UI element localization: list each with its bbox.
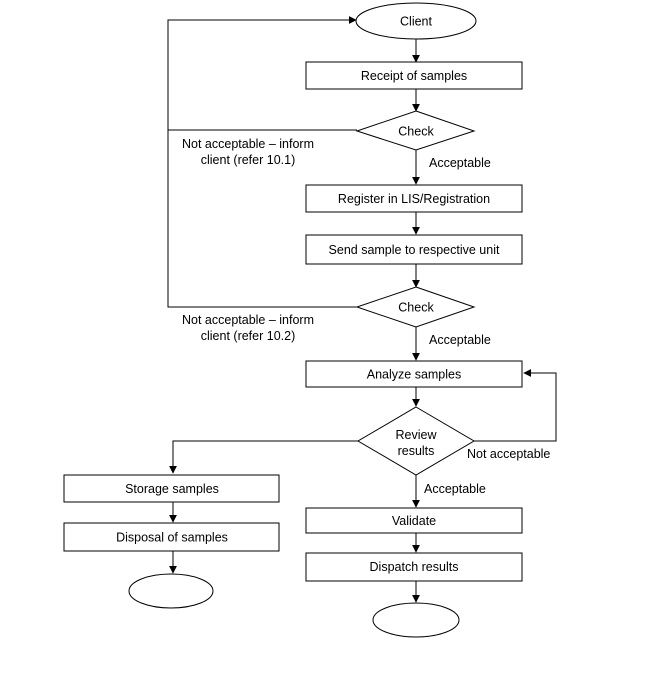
flow-edges [167,16,557,603]
edge-review-reject-to-analyze [474,369,557,442]
node-dispatch: Dispatch results [305,552,523,582]
reject2-label-line1: Not acceptable – inform [182,313,314,327]
analyze-box [305,360,523,388]
edge-review-to-storage [169,440,358,474]
node-receipt: Receipt of samples [305,61,523,90]
receipt-box [305,61,523,90]
node-storage: Storage samples [63,474,280,503]
review-not-acceptable-label: Not acceptable [467,447,550,461]
node-check1: Check [355,110,476,151]
reject1-label-line2: client (refer 10.1) [201,153,295,167]
node-end-left [128,573,214,609]
storage-box [63,474,280,503]
node-review: Review results [357,406,475,476]
review-label-line2: results [398,444,435,458]
accept1-label: Acceptable [429,156,491,170]
edge-check1-reject-to-client [167,16,357,131]
node-analyze: Analyze samples [305,360,523,388]
review-diamond [357,406,475,476]
send-label: Send sample to respective unit [329,243,500,257]
node-validate: Validate [305,507,523,534]
edge-check2-reject-to-client [167,130,357,308]
accept3-label: Acceptable [424,482,486,496]
dispatch-label: Dispatch results [370,560,459,574]
node-register: Register in LIS/Registration [305,184,523,213]
disposal-box [63,522,280,552]
node-check2: Check [355,286,476,328]
validate-label: Validate [392,514,436,528]
validate-box [305,507,523,534]
client-ellipse [355,2,477,40]
register-box [305,184,523,213]
receipt-label: Receipt of samples [361,69,467,83]
register-label: Register in LIS/Registration [338,192,490,206]
analyze-label: Analyze samples [367,368,462,382]
send-box [305,234,523,265]
client-label: Client [400,15,432,29]
check2-label: Check [398,301,434,315]
edge-labels: Not acceptable – inform client (refer 10… [182,137,550,496]
node-client: Client [355,2,477,40]
node-disposal: Disposal of samples [63,522,280,552]
node-end-right [372,602,460,638]
end-right-ellipse [372,602,460,638]
node-send: Send sample to respective unit [305,234,523,265]
dispatch-box [305,552,523,582]
check1-diamond [355,110,476,151]
check1-label: Check [398,125,434,139]
accept2-label: Acceptable [429,333,491,347]
storage-label: Storage samples [125,482,219,496]
reject1-label-line1: Not acceptable – inform [182,137,314,151]
check2-diamond [355,286,476,328]
disposal-label: Disposal of samples [116,531,228,545]
end-left-ellipse [128,573,214,609]
reject2-label-line2: client (refer 10.2) [201,329,295,343]
review-label-line1: Review [396,428,438,442]
